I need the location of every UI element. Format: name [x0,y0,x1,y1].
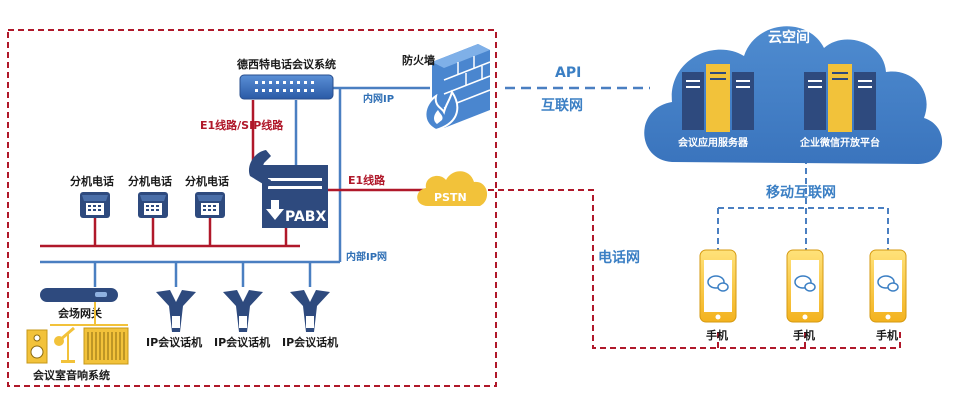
wecom-label: 企业微信开放平台 [799,136,880,149]
chat-icon [794,275,812,289]
extension-phone-1-label: 分机电话 [70,174,114,188]
pabx-device [248,150,328,228]
inner-ip-label: 内网IP [363,92,394,105]
app-server-label: 会议应用服务器 [678,136,749,149]
mobile-phone-2 [786,249,824,323]
ip-phone-3-label: IP会议话机 [282,335,338,349]
wecom-platform-icon [804,64,876,132]
extension-phone-2-label: 分机电话 [128,174,172,188]
extension-phone-3 [195,192,225,218]
mobile-phone-1-label: 手机 [706,328,728,342]
venue-gateway-device [40,288,118,302]
conference-system-device [239,74,334,100]
firewall-label: 防火墙 [402,53,435,67]
e1-sip-label: E1线路/SIP线路 [200,118,284,132]
app-server-icon [682,64,754,132]
internal-ip-net-label: 内部IP网 [346,250,387,263]
mobile-internet-label: 移动互联网 [766,184,836,201]
ip-conference-phone-2 [223,290,263,332]
mobile-internet-lines [717,158,889,250]
chat-icon [877,275,895,289]
conference-system-label: 德西特电话会议系统 [236,57,336,71]
venue-gateway-label: 会场网关 [58,306,102,320]
ip-conference-phone-3 [290,290,330,332]
pabx-label: PABX [285,209,326,225]
extension-phone-2 [138,192,168,218]
red-wires [40,100,425,248]
mobile-phone-3-label: 手机 [876,328,898,342]
chat-icon [707,275,725,289]
extension-phone-3-label: 分机电话 [185,174,229,188]
ip-phone-1-label: IP会议话机 [146,335,202,349]
e1-label: E1线路 [348,173,386,187]
audio-system-icon [26,302,129,365]
mobile-phone-3 [869,249,907,323]
ip-conference-phone-1 [156,290,196,332]
pstn-label: PSTN [434,191,467,204]
ip-phone-2-label: IP会议话机 [214,335,270,349]
mobile-phone-1 [699,249,737,323]
phone-network-line [488,189,901,349]
phone-network-label: 电话网 [598,249,640,266]
mobile-phone-2-label: 手机 [793,328,815,342]
on-premise-boundary [7,29,497,387]
api-label: API [555,65,581,81]
audio-system-label: 会议室音响系统 [33,368,110,382]
pstn-cloud-icon [417,171,488,206]
cloud-title: 云空间 [768,29,810,46]
firewall-icon [424,44,491,132]
internet-label: 互联网 [541,98,583,114]
extension-phone-1 [80,192,110,218]
